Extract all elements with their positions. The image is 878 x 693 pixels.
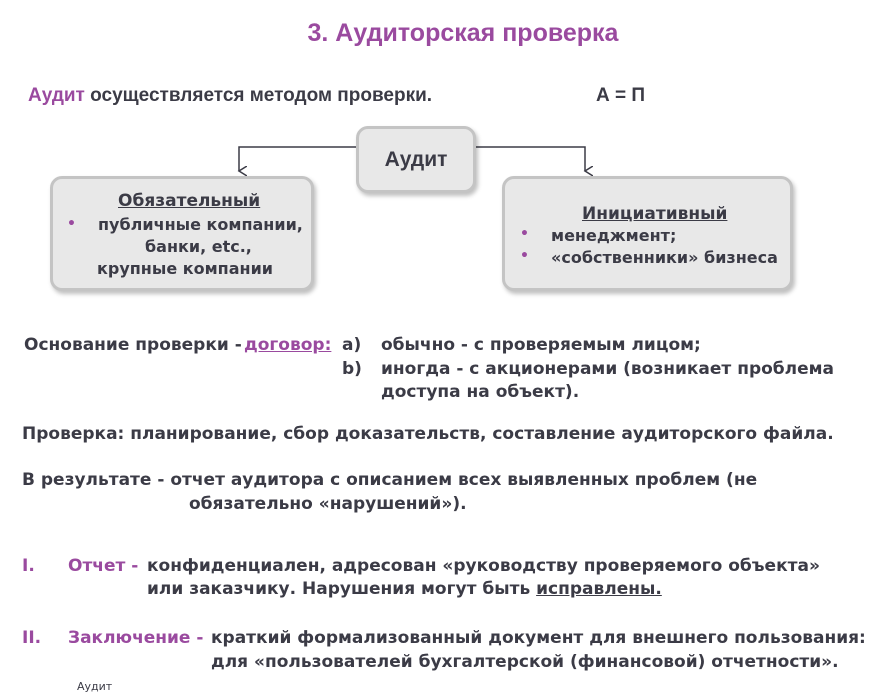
list-numeral-1: I. [22,556,35,576]
initiative-bullet-1: • [520,226,529,242]
list-conclusion-line-2: для «пользователей бухгалтерской (финанс… [211,652,839,672]
audit-node-label: Аудит [384,147,448,171]
contract-link[interactable]: договор: [244,335,332,355]
page-title: 3. Аудиторская проверка [307,19,619,47]
list-numeral-2: II. [22,628,42,648]
mandatory-node: Обязательный • публичные компании, банки… [50,176,314,291]
initiative-item-2: «собственники» бизнеса [551,248,778,267]
basis-marker-a: a) [342,335,362,355]
initiative-item-1: менеджмент; [551,226,677,245]
mandatory-line-2: банки, etc., [145,237,252,256]
mandatory-line-1: публичные компании, [98,215,303,234]
mandatory-title: Обязательный [118,191,261,211]
list-report-line-2-text: или заказчику. Нарушения могут быть [147,579,537,599]
basis-marker-b: b) [342,359,362,379]
right-connector-arrow [476,146,585,171]
initiative-node: Инициативный • менеджмент; • «собственни… [502,176,793,291]
initiative-title: Инициативный [582,204,728,224]
initiative-bullet-2: • [520,248,529,264]
list-term-conclusion: Заключение - [68,628,204,648]
basis-item-a: обычно - с проверяемым лицом; [381,335,701,355]
check-text: Проверка: планирование, сбор доказательс… [22,424,834,444]
basis-label: Основание проверки - [24,335,242,355]
list-report-line-2: или заказчику. Нарушения могут быть испр… [147,579,662,599]
basis-item-b-line-2: доступа на объект). [381,382,580,402]
mandatory-bullet: • [67,216,76,232]
result-line-1: В результате - отчет аудитора с описание… [22,470,758,490]
left-connector-arrow [239,146,356,171]
list-report-line-1: конфиденциален, адресован «руководству п… [147,556,820,576]
intro-rest: осуществляется методом проверки. [90,85,433,106]
intro-keyword: Аудит [28,85,85,106]
intro-sentence: Аудит осуществляется методом проверки. [28,85,432,107]
audit-node: Аудит [356,126,476,193]
mandatory-line-3: крупные компании [97,259,273,278]
list-term-report: Отчет - [68,556,139,576]
list-conclusion-line-1: краткий формализованный документ для вне… [211,628,866,648]
formula: А = П [596,85,646,106]
diagram-connectors [0,146,878,300]
basis-item-b-line-1: иногда - с акционерами (возникает пробле… [381,359,835,379]
corrected-word: исправлены. [536,579,662,599]
result-line-2: обязательно «нарушений»). [189,494,467,514]
